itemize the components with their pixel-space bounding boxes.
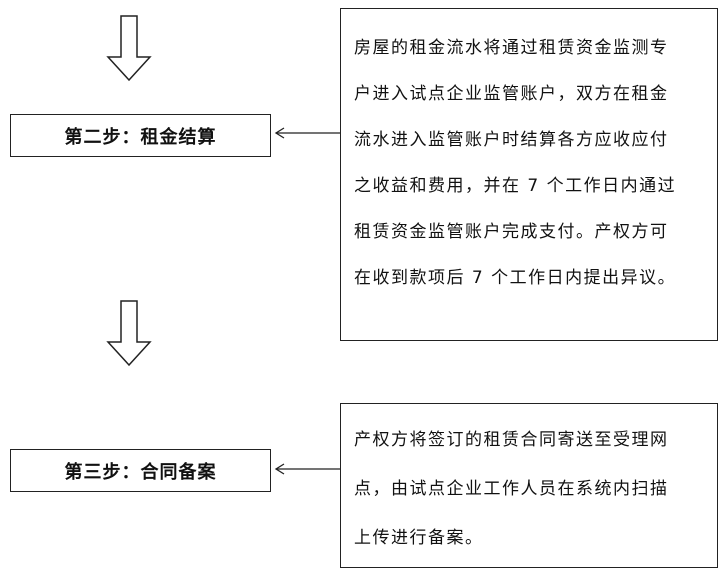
note-line: 户进入试点企业监管账户，双方在租金 — [354, 84, 669, 104]
step-title: 第二步：租金结算 — [64, 126, 217, 148]
note-line: 点，由试点企业工作人员在系统内扫描 — [354, 479, 669, 499]
note-box-rent-settlement: 房屋的租金流水将通过租赁资金监测专 户进入试点企业监管账户，双方在租金 流水进入… — [340, 8, 718, 341]
note-line: 租赁资金监管账户完成支付。产权方可 — [354, 222, 669, 242]
note-line: 房屋的租金流水将通过租赁资金监测专 — [354, 38, 669, 58]
connector-arrow-step3 — [274, 463, 340, 475]
note-box-contract-filing: 产权方将签订的租赁合同寄送至受理网 点，由试点企业工作人员在系统内扫描 上传进行… — [340, 403, 718, 568]
step-box-contract-filing: 第三步：合同备案 — [10, 449, 271, 492]
note-line: 产权方将签订的租赁合同寄送至受理网 — [354, 430, 669, 450]
note-line: 流水进入监管账户时结算各方应收应付 — [354, 130, 669, 150]
down-arrow-icon — [106, 300, 152, 367]
step-box-rent-settlement: 第二步：租金结算 — [10, 114, 271, 157]
connector-arrow-step2 — [274, 127, 340, 139]
step-title: 第三步：合同备案 — [64, 461, 217, 483]
note-line: 上传进行备案。 — [354, 528, 484, 548]
down-arrow-icon — [106, 15, 152, 82]
note-line: 在收到款项后 7 个工作日内提出异议。 — [354, 268, 677, 288]
note-line: 之收益和费用，并在 7 个工作日内通过 — [354, 176, 677, 196]
